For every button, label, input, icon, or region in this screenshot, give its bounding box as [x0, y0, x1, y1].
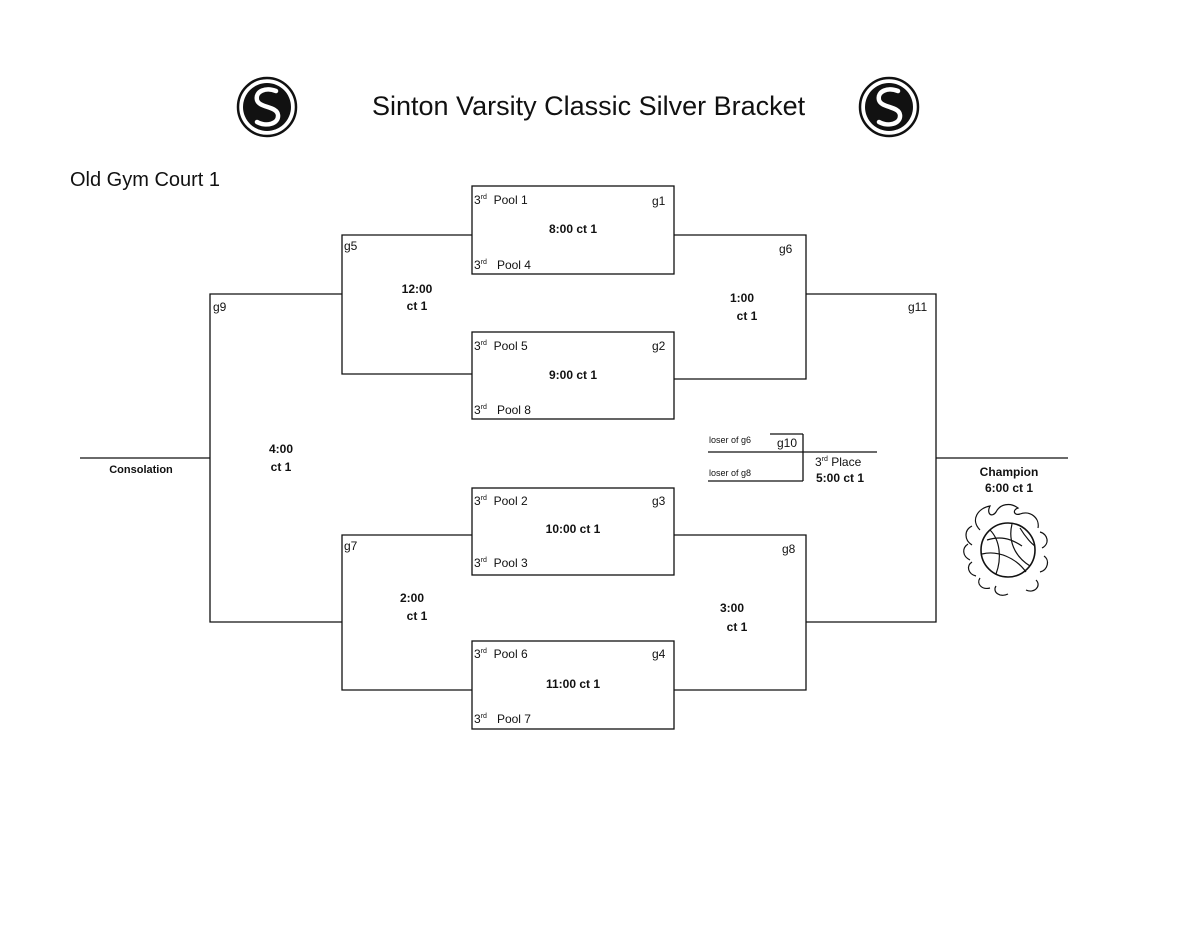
g4-box — [471, 640, 675, 730]
consolation-label: Consolation — [109, 464, 173, 476]
g3-bottom-team: 3rd Pool 3 — [474, 556, 528, 570]
g8-time-line2: ct 1 — [726, 620, 748, 634]
g5-time-line2: ct 1 — [406, 299, 428, 313]
g2-top-team: 3rd Pool 5 — [474, 339, 528, 353]
g3-time: 10:00 ct 1 — [545, 522, 601, 536]
g7-label: g7 — [344, 539, 358, 553]
champion-label: Champion — [979, 465, 1039, 479]
g6-label: g6 — [779, 242, 793, 256]
g1-box — [471, 185, 675, 275]
g2-label: g2 — [652, 339, 666, 353]
g4-label: g4 — [652, 647, 666, 661]
g1-label: g1 — [652, 194, 666, 208]
g4-top-team: 3rd Pool 6 — [474, 647, 528, 661]
g3-label: g3 — [652, 494, 666, 508]
g9-connector — [209, 293, 342, 623]
g11-label: g11 — [908, 300, 928, 314]
flaming-volleyball-icon — [963, 503, 1049, 596]
g7-connector — [341, 534, 472, 691]
g4-time: 11:00 ct 1 — [545, 677, 601, 691]
g8-time-line1: 3:00 — [719, 601, 745, 615]
g8-connector — [674, 534, 807, 691]
g6-time-line2: ct 1 — [736, 309, 758, 323]
g3-box — [471, 487, 675, 576]
third-place-label: 3rd Place — [815, 455, 862, 469]
g9-time-line2: ct 1 — [270, 460, 292, 474]
g5-connector — [341, 234, 472, 375]
g1-top-team: 3rd Pool 1 — [474, 193, 528, 207]
g7-time-line2: ct 1 — [406, 609, 428, 623]
g2-box — [471, 331, 675, 420]
g2-time: 9:00 ct 1 — [548, 368, 598, 382]
g9-label: g9 — [213, 300, 227, 314]
g5-label: g5 — [344, 239, 358, 253]
third-place-time: 5:00 ct 1 — [815, 471, 865, 485]
g6-time-line1: 1:00 — [729, 291, 755, 305]
g9-time-line1: 4:00 — [268, 442, 294, 456]
sinton-s-logo-icon — [236, 76, 298, 138]
sinton-s-logo-icon — [858, 76, 920, 138]
g10-bottom-team: loser of g8 — [709, 468, 752, 478]
page-title: Sinton Varsity Classic Silver Bracket — [372, 91, 806, 121]
g5-time-line1: 12:00 — [401, 282, 433, 296]
g7-time-line1: 2:00 — [399, 591, 425, 605]
g1-time: 8:00 ct 1 — [548, 222, 598, 236]
g2-bottom-team: 3rd Pool 8 — [474, 403, 531, 417]
g1-bottom-team: 3rd Pool 4 — [474, 258, 531, 272]
g3-top-team: 3rd Pool 2 — [474, 494, 528, 508]
g10-label: g10 — [777, 436, 798, 450]
g4-bottom-team: 3rd Pool 7 — [474, 712, 531, 726]
court-subtitle: Old Gym Court 1 — [70, 169, 221, 191]
champion-time: 6:00 ct 1 — [984, 481, 1034, 495]
g6-connector — [674, 234, 807, 380]
g8-label: g8 — [782, 542, 796, 556]
g10-top-team: loser of g6 — [709, 435, 752, 445]
